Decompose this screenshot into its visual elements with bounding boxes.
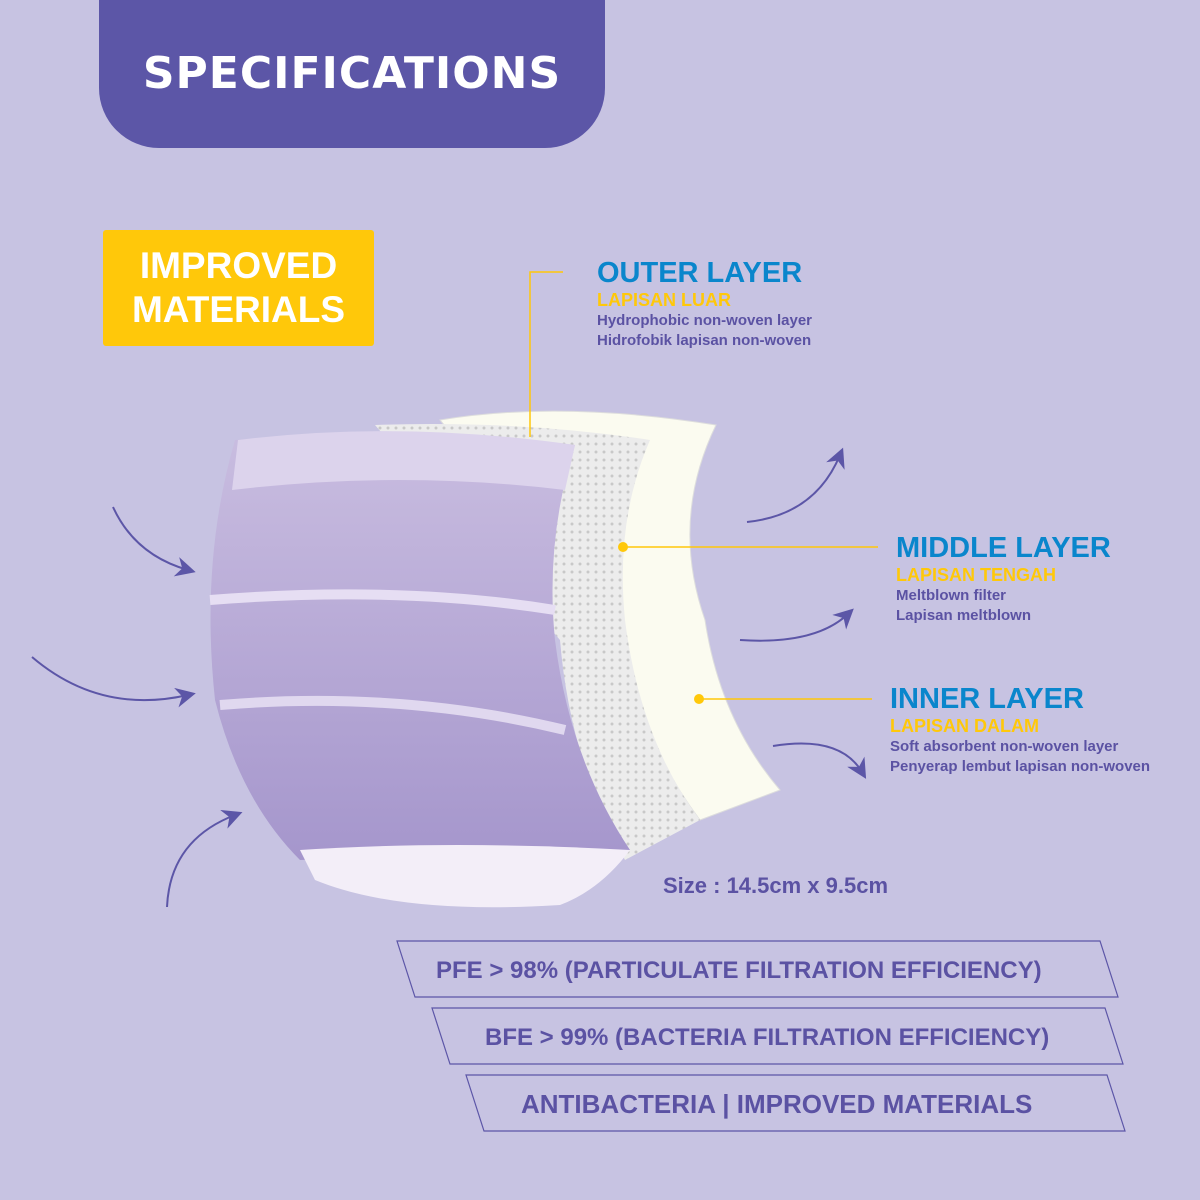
feature-band-outline: [465, 1074, 1126, 1132]
mask-fold: [219, 695, 567, 735]
airflow-arrow-icon: [772, 742, 867, 779]
outer-callout-line: [529, 271, 563, 437]
badge-line-1: IMPROVED: [139, 245, 338, 286]
inner-layer-info: INNER LAYER LAPISAN DALAM Soft absorbent…: [890, 683, 1150, 777]
layer-desc: Soft absorbent non-woven layer: [890, 738, 1119, 755]
layer-desc: Lapisan meltblown: [896, 607, 1032, 624]
mask-fold: [209, 589, 556, 615]
layer-desc: Penyerap lembut lapisan non-woven: [890, 758, 1151, 775]
layer-title: MIDDLE LAYER: [896, 532, 1111, 564]
feature-pfe: PFE > 98% (PARTICULATE FILTRATION EFFICI…: [436, 957, 1042, 984]
layer-title: OUTER LAYER: [597, 257, 803, 289]
badge-line-2: MATERIALS: [131, 289, 346, 330]
feature-band-outline: [431, 1007, 1124, 1065]
layer-desc: Hidrofobik lapisan non-woven: [597, 332, 812, 349]
airflow-arrow-icon: [746, 447, 845, 523]
airflow-arrows: [31, 447, 867, 908]
feature-band-outlines: [396, 940, 1126, 1132]
layer-desc: Meltblown filter: [896, 587, 1006, 604]
layer-subtitle: LAPISAN DALAM: [890, 716, 1039, 736]
header-banner: SPECIFICATIONS: [99, 0, 605, 148]
size-label: Size : 14.5cm x 9.5cm: [663, 873, 889, 898]
feature-bfe: BFE > 99% (BACTERIA FILTRATION EFFICIENC…: [485, 1024, 1050, 1051]
airflow-arrow-icon: [112, 506, 196, 577]
outer-layer-shape: [210, 433, 630, 860]
middle-layer-info: MIDDLE LAYER LAPISAN TENGAH Meltblown fi…: [896, 532, 1111, 626]
page-title: SPECIFICATIONS: [142, 48, 562, 99]
middle-layer-shape: [375, 424, 700, 860]
feature-antibacteria: ANTIBACTERIA | IMPROVED MATERIALS: [521, 1089, 1033, 1119]
inner-callout-dot: [694, 694, 704, 704]
airflow-arrow-icon: [739, 608, 854, 642]
layer-title: INNER LAYER: [890, 683, 1084, 715]
improved-materials-badge: IMPROVED MATERIALS: [103, 230, 374, 346]
mask-top-band: [232, 431, 575, 490]
feature-band-outline: [396, 940, 1119, 998]
layer-subtitle: LAPISAN TENGAH: [896, 565, 1057, 585]
mask-bottom-band: [300, 845, 630, 908]
middle-callout-dot: [618, 542, 628, 552]
layer-subtitle: LAPISAN LUAR: [597, 290, 731, 310]
airflow-arrow-icon: [31, 656, 196, 708]
layer-desc: Hydrophobic non-woven layer: [597, 312, 813, 329]
outer-layer-info: OUTER LAYER LAPISAN LUAR Hydrophobic non…: [597, 257, 812, 351]
airflow-arrow-icon: [166, 809, 243, 908]
